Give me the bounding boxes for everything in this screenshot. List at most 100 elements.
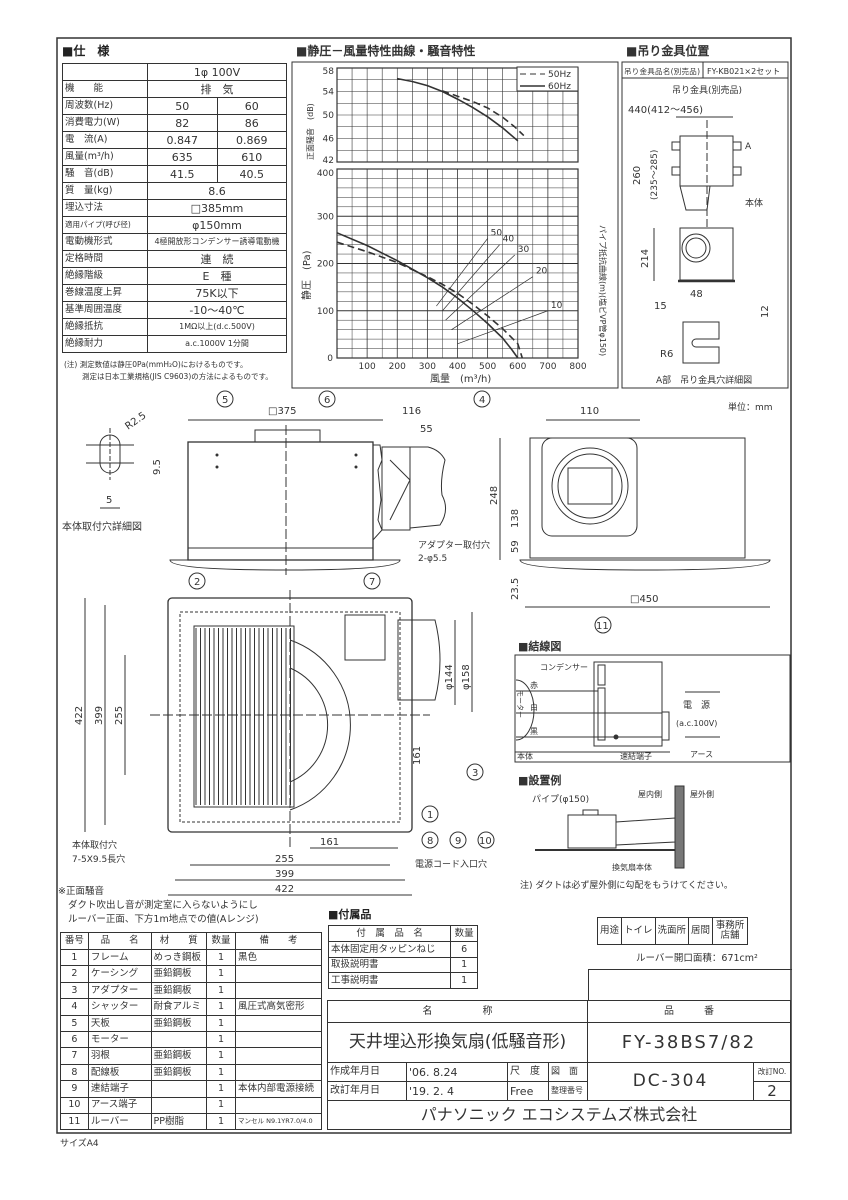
hanger-bracket (671, 166, 681, 176)
front-235-dim: 23.5 (510, 578, 521, 600)
pipe-curve-50 (436, 238, 488, 307)
usage-item: 居間 (688, 917, 714, 945)
noise-y-tick-label: 54 (323, 88, 335, 98)
accessories-cell: 6 (450, 941, 478, 958)
install-note: 注) ダクトは必ず屋外側に勾配をもうけてください。 (520, 879, 733, 891)
side-width-dim: □375 (268, 406, 297, 417)
parts-cell: 1 (60, 948, 89, 967)
balloon-6: 6 (324, 395, 330, 406)
spec-value: 86 (216, 114, 287, 132)
chart-xlabel: 風量 (m³/h) (430, 373, 491, 385)
usage-table: 用途 トイレ 洗面所 居間 事務所店舗 (596, 917, 749, 945)
parts-cell (150, 1030, 208, 1049)
product-name: 天井埋込形換気扇(低騒音形) (327, 1022, 588, 1063)
install-fan-body: 換気扇本体 (612, 862, 652, 872)
hanger-bracket (732, 166, 742, 176)
spec-label: 定格時間 (62, 250, 148, 268)
pipe-curve-label: 50 (491, 228, 503, 238)
spec-value: 635 (147, 148, 218, 166)
pressure-y-tick-label: 300 (317, 212, 334, 222)
balloon-10: 10 (479, 836, 492, 847)
front-450-dim: □450 (630, 594, 659, 605)
parts-cell: めっき鋼板 (150, 948, 208, 967)
x-tick-label: 600 (509, 362, 526, 372)
part-balloons: 5 6 4 2 7 3 1 8 9 10 11 (188, 390, 612, 849)
spec-label: 騒 音(dB) (62, 165, 148, 183)
spec-value: -10～40℃ (147, 301, 287, 319)
bottom-161h: 161 (320, 837, 339, 848)
part-header: 品 番 (587, 1000, 791, 1023)
spec-value: 41.5 (147, 165, 218, 183)
spec-label: 電動機形式 (62, 233, 148, 251)
noise-note-line1: ダクト吹出し音が測定室に入らないようにし (68, 900, 258, 911)
parts-cell (235, 1096, 322, 1114)
parts-cell: シャッター (87, 998, 152, 1016)
spec-label (62, 63, 148, 81)
parts-cell (235, 1047, 322, 1065)
balloon-8: 8 (427, 836, 433, 847)
wiring-diagram: ■結線図 コンデンサー 赤 白 黒 モーター 本体 速結端子 電 源 (a.c.… (514, 639, 791, 763)
parts-cell (235, 965, 322, 983)
parts-cell: ケーシング (87, 965, 152, 983)
hanger-bracket (671, 141, 681, 151)
parts-cell: 天板 (87, 1014, 152, 1032)
dia-158: φ158 (461, 664, 472, 690)
mount-hole-detail: R2.5 9.5 5 本体取付穴詳細図 (62, 410, 163, 533)
x-tick-label: 100 (359, 362, 376, 372)
pipe-curve-label: 40 (503, 235, 515, 245)
accessories-header: 数量 (450, 925, 478, 942)
parts-cell: 1 (206, 1112, 237, 1131)
revision-label: 改訂NO. (753, 1062, 791, 1082)
mount-hole-spec: 7-5X9.5長穴 (72, 853, 125, 865)
revision-number: 2 (753, 1081, 791, 1101)
pressure-y-tick-label: 400 (317, 169, 334, 179)
parts-cell (235, 1014, 322, 1032)
parts-cell: アダプター (87, 981, 152, 1000)
x-tick-label: 500 (479, 362, 496, 372)
pressure-curve-50Hz (336, 241, 524, 359)
parts-cell: 9 (60, 1080, 89, 1098)
parts-cell: 1 (206, 1014, 237, 1032)
bottom-399v: 399 (94, 706, 105, 725)
spec-row: 1φ 100V (62, 63, 287, 81)
parts-cell: 1 (206, 948, 237, 967)
pressure-y-tick-label: 100 (317, 307, 334, 317)
hanger-dim-height-range: (235～285) (650, 150, 660, 200)
spec-value: φ150mm (147, 216, 287, 234)
wiring-red: 赤 (530, 681, 538, 690)
hanger-section: ■吊り金具位置 吊り金具品名(別売品) FY-KB021×2セット 吊り金具(別… (621, 43, 789, 389)
hanger-dim-214: 214 (640, 249, 651, 268)
parts-cell: 4 (60, 998, 89, 1016)
wiring-black: 黒 (530, 727, 538, 736)
sheet-frame (56, 37, 792, 1134)
x-tick-label: 800 (569, 362, 586, 372)
balloon-5: 5 (222, 395, 228, 406)
install-outdoor: 屋外側 (690, 789, 714, 799)
x-tick-label: 300 (419, 362, 436, 372)
wiring-earth: アース (690, 750, 713, 759)
pressure-y-tick-label: 200 (317, 260, 334, 270)
hole-height: 9.5 (152, 459, 163, 475)
chart-noise-ylabel: 正面騒音 (dB) (305, 103, 315, 160)
accessories-cell: 1 (450, 972, 478, 989)
bottom-view: 422 399 255 161 255 399 422 161 φ144 φ15… (72, 590, 487, 896)
spec-value: 75K以下 (147, 284, 287, 302)
parts-cell (235, 981, 322, 1000)
parts-cell: 1 (206, 1096, 237, 1114)
created-label: 作成年月日 (327, 1062, 407, 1082)
hanger-dim-12: 12 (760, 305, 771, 318)
wall (674, 785, 685, 869)
spec-note-2: 測定は日本工業規格(JIS C9603)の方法によるものです。 (82, 372, 273, 381)
parts-cell: 羽根 (87, 1047, 152, 1065)
noise-y-tick-label: 46 (323, 135, 335, 145)
revised-label: 改訂年月日 (327, 1081, 407, 1101)
side-view: □375 116 55 アダプター取付穴 2-φ5.5 (169, 406, 490, 575)
accessories-cell: 1 (450, 956, 478, 973)
created-date: '06. 8.24 (406, 1062, 508, 1082)
